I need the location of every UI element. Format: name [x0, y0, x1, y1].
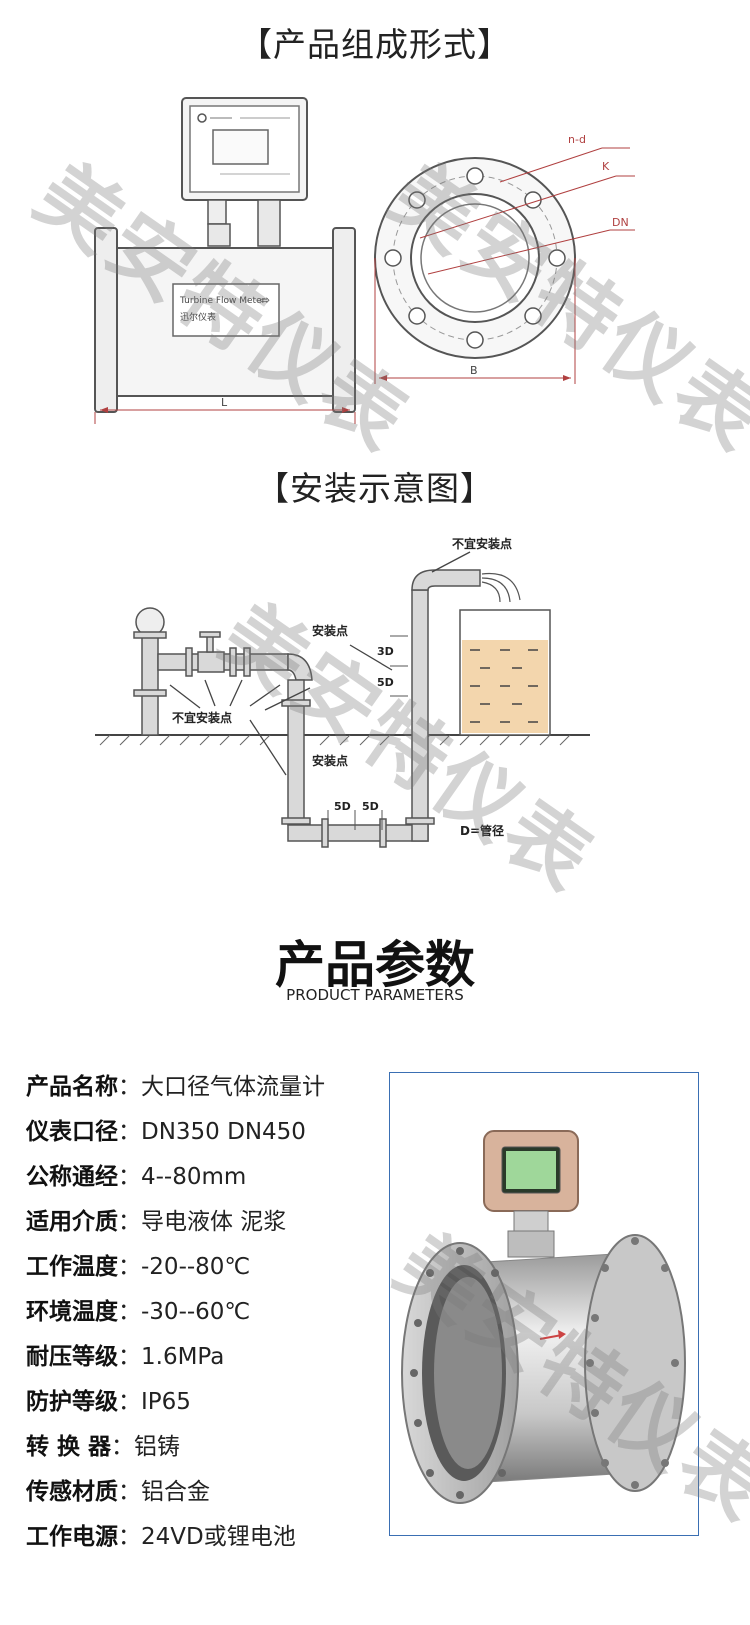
- label-5d-a: 5D: [334, 800, 351, 813]
- label-d-note: D=管径: [460, 823, 504, 838]
- params-subtitle: PRODUCT PARAMETERS: [286, 986, 464, 1004]
- label-not-suitable-top: 不宜安装点: [452, 536, 512, 551]
- spec-row: 适用介质：导电液体 泥浆: [26, 1209, 287, 1235]
- spec-row: 工作温度：-20--80℃: [26, 1254, 251, 1280]
- label-3d: 3D: [377, 645, 394, 658]
- spec-row: 防护等级：IP65: [26, 1389, 191, 1415]
- label-nd: n-d: [568, 133, 586, 146]
- installation-title: 【安装示意图】: [256, 469, 494, 508]
- nameplate-arrow: ⇨: [260, 293, 270, 307]
- dim-b-label: B: [470, 364, 478, 377]
- flow-meter-illustration: [401, 1130, 686, 1504]
- label-5d: 5D: [377, 676, 394, 689]
- spec-row: 仪表口径：DN350 DN450: [26, 1119, 306, 1145]
- spec-row: 环境温度：-30--60℃: [26, 1299, 251, 1325]
- label-install-lower: 安装点: [312, 753, 348, 768]
- label-k: K: [602, 160, 610, 173]
- spec-row: 传感材质：铝合金: [26, 1479, 210, 1505]
- composition-title: 【产品组成形式】: [239, 25, 511, 64]
- spec-row: 工作电源：24VD或锂电池: [26, 1524, 296, 1550]
- spec-row: 产品名称：大口径气体流量计: [26, 1074, 325, 1100]
- params-title: 产品参数: [275, 936, 475, 994]
- spec-row: 公称通经：4--80mm: [26, 1164, 247, 1190]
- nameplate-line1: Turbine Flow Meter: [179, 296, 266, 306]
- nameplate-line2: 迅尔仪表: [180, 311, 216, 323]
- product-photo: [389, 1072, 699, 1536]
- flange-front-view: n-d K DN B: [374, 133, 635, 384]
- spec-row: 耐压等级：1.6MPa: [26, 1344, 225, 1370]
- meter-side-view: Turbine Flow Meter ⇨ 迅尔仪表 L: [94, 97, 356, 424]
- label-5d-b: 5D: [362, 800, 379, 813]
- label-dn: DN: [612, 216, 629, 229]
- dim-l-label: L: [221, 396, 228, 409]
- installation-diagram: 不宜安装点 安装点 3D 5D 不宜安装点 安装点 5D 5D D=管径: [95, 536, 590, 848]
- composition-diagram: Turbine Flow Meter ⇨ 迅尔仪表 L n-d: [94, 97, 635, 424]
- label-install-upper: 安装点: [312, 623, 348, 638]
- label-not-suitable-left: 不宜安装点: [172, 710, 232, 725]
- spec-row: 转 换 器：铝铸: [26, 1434, 181, 1460]
